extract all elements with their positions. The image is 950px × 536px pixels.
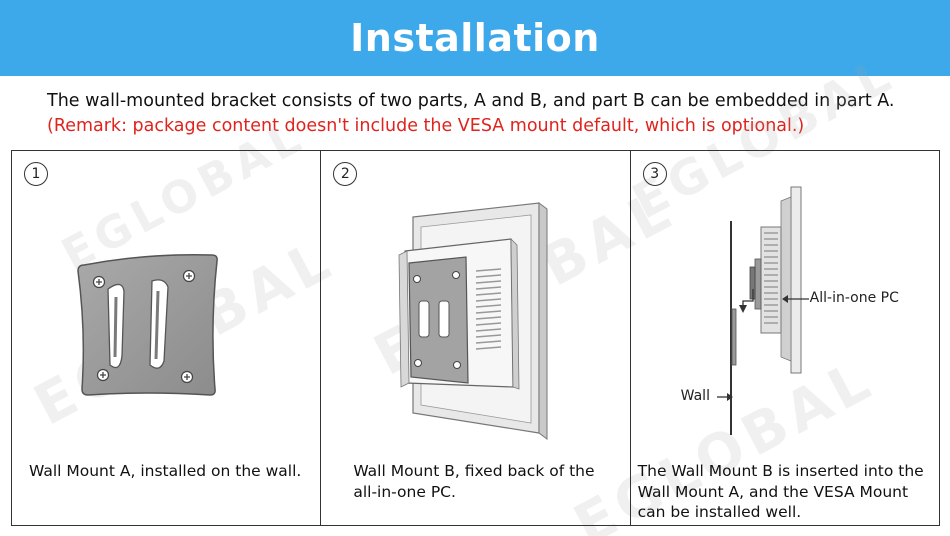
step-panel-3: 3 All-in- bbox=[629, 151, 939, 525]
step-number-badge: 1 bbox=[24, 162, 48, 186]
intro-text: The wall-mounted bracket consists of two… bbox=[47, 89, 927, 139]
step-caption: The Wall Mount B is inserted into the Wa… bbox=[637, 462, 924, 521]
wall-mount-b-illustration bbox=[398, 202, 548, 440]
pc-callout-label: All-in-one PC bbox=[809, 290, 899, 306]
step-panel-2: 2 Wall Mount B bbox=[320, 151, 629, 525]
header-banner: Installation bbox=[0, 0, 950, 76]
step-number-badge: 2 bbox=[333, 162, 358, 186]
step-caption: Wall Mount A, installed on the wall. bbox=[29, 462, 302, 480]
step-caption: Wall Mount B, fixed back of the all-in-o… bbox=[353, 462, 595, 501]
intro-remark: (Remark: package content doesn't include… bbox=[47, 116, 805, 136]
step-panel-1: 1 Wall Mount A, installed on the bbox=[12, 151, 320, 525]
step-number-badge: 3 bbox=[642, 162, 667, 186]
assembly-side-view-illustration bbox=[716, 186, 809, 435]
wall-callout-label: Wall bbox=[680, 388, 710, 404]
steps-panel-row: 1 Wall Mount A, installed on the bbox=[11, 150, 940, 526]
wall-mount-a-illustration bbox=[77, 253, 218, 396]
intro-description: The wall-mounted bracket consists of two… bbox=[47, 91, 895, 111]
page-title: Installation bbox=[350, 16, 600, 60]
